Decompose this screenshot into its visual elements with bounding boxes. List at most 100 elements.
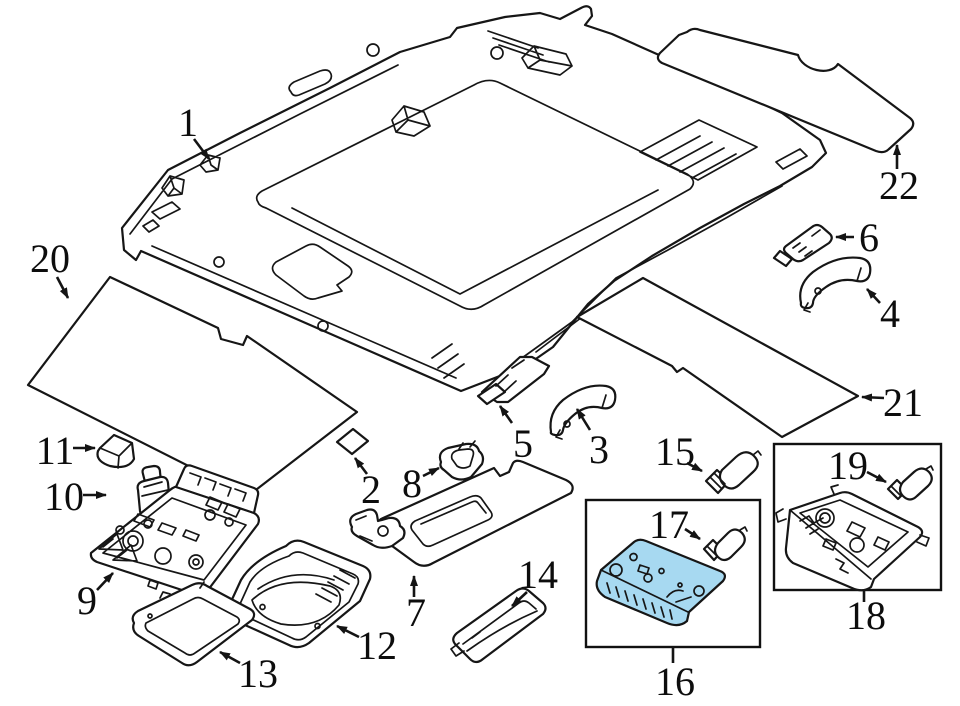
callout-11[interactable]: 11 (36, 428, 96, 473)
pad-21-outline (575, 276, 860, 439)
callout-13-arrow (219, 650, 241, 665)
callout-18-number: 18 (846, 593, 886, 638)
callout-2[interactable]: 2 (353, 457, 381, 512)
pad-2-outline (335, 427, 370, 456)
bracket-6-foot (772, 249, 794, 268)
bulb-15-glass (718, 451, 759, 490)
part-16-interior-lamp-highlighted[interactable] (595, 538, 727, 627)
callout-12[interactable]: 12 (336, 623, 397, 668)
callout-5-arrow (498, 405, 514, 424)
callout-21[interactable]: 21 (861, 380, 923, 425)
lamp-16-details (600, 552, 705, 620)
callout-19-number: 19 (828, 443, 868, 488)
callout-17[interactable]: 17 (649, 502, 701, 547)
part-8-sun-visor-clip[interactable] (438, 440, 485, 481)
callout-15[interactable]: 15 (655, 429, 703, 474)
callout-6-number: 6 (859, 215, 879, 260)
part-22-insulation-pad[interactable] (656, 27, 915, 154)
callout-17-number: 17 (649, 502, 689, 547)
console-9-connector-block (174, 464, 260, 515)
callout-17-arrow (684, 527, 701, 541)
callout-5[interactable]: 5 (498, 405, 533, 466)
part-17-bulb[interactable] (702, 526, 748, 562)
callout-12-number: 12 (357, 623, 397, 668)
bracket-6-outline (782, 223, 833, 263)
part-19-bulb[interactable] (886, 465, 934, 501)
callout-14[interactable]: 14 (511, 552, 558, 607)
callout-13-number: 13 (238, 651, 278, 696)
callout-21-arrow (861, 393, 885, 402)
callout-1[interactable]: 1 (178, 100, 211, 160)
part-20-insulation-pad[interactable] (26, 275, 359, 498)
callout-22[interactable]: 22 (879, 144, 919, 208)
callout-11-number: 11 (36, 428, 75, 473)
part-21-insulation-pad[interactable] (575, 276, 860, 439)
bulb-19-glass (898, 467, 933, 501)
callout-22-number: 22 (879, 163, 919, 208)
clip-8-details (450, 440, 476, 469)
callout-14-number: 14 (518, 552, 558, 597)
callout-7-number: 7 (406, 590, 426, 635)
lamp-16-body (595, 538, 727, 627)
callout-20-number: 20 (30, 236, 70, 281)
callout-9-arrow (96, 572, 114, 591)
part-5-handle-bracket[interactable] (476, 355, 551, 406)
callout-18[interactable]: 18 (846, 590, 886, 638)
part-1-headliner-panel[interactable] (120, 5, 828, 393)
part-9-overhead-console[interactable] (89, 464, 260, 605)
callout-4-number: 4 (880, 291, 900, 336)
part-11-cap[interactable] (96, 433, 136, 469)
part-2-mounting-pad[interactable] (335, 427, 370, 456)
console-9-details (98, 472, 247, 605)
bracket-5-details (495, 359, 525, 393)
callout-15-number: 15 (655, 429, 695, 474)
part-13-trim-frame[interactable] (131, 581, 256, 667)
callout-3[interactable]: 3 (575, 408, 609, 472)
callout-4-arrow (866, 288, 881, 304)
callout-14-arrow (511, 591, 528, 607)
frame-13-outline (131, 582, 256, 667)
part-4-grab-handle[interactable] (799, 256, 872, 313)
callout-9[interactable]: 9 (77, 572, 114, 623)
frame-13-details (144, 581, 241, 656)
callout-1-arrow (192, 138, 211, 160)
callout-3-number: 3 (589, 427, 609, 472)
callout-16[interactable]: 16 (655, 647, 695, 704)
part-14-lamp-lens[interactable] (450, 587, 547, 664)
callout-2-arrow (353, 457, 369, 475)
callout-15-arrow (686, 461, 703, 473)
callout-10-number: 10 (44, 474, 84, 519)
callout-21-number: 21 (883, 380, 923, 425)
callout-9-number: 9 (77, 578, 97, 623)
callout-8[interactable]: 8 (402, 461, 440, 506)
part-3-grab-handle[interactable] (549, 384, 617, 440)
bulb-17-details (706, 526, 748, 557)
bulb-15-details (709, 450, 762, 489)
visor-7-details (355, 494, 493, 548)
callout-13[interactable]: 13 (219, 650, 278, 696)
callout-7[interactable]: 7 (406, 575, 426, 635)
callout-5-number: 5 (513, 421, 533, 466)
part-18-reading-lamp[interactable] (775, 484, 930, 592)
socket-10-details (141, 481, 169, 497)
cap-11-details (99, 442, 133, 469)
part-7-sun-visor[interactable] (349, 459, 574, 567)
lens-14-details (450, 600, 538, 657)
callout-19-arrow (866, 470, 887, 484)
part-15-bulb[interactable] (704, 450, 762, 495)
callout-6[interactable]: 6 (835, 215, 879, 260)
bulb-19-details (890, 465, 934, 497)
callout-12-arrow (336, 624, 360, 639)
part-6-handle-bracket[interactable] (772, 223, 833, 268)
callout-20[interactable]: 20 (30, 236, 70, 299)
headliner-outline (120, 5, 828, 393)
callout-8-arrow (422, 466, 440, 478)
pad-22-outline (656, 27, 915, 154)
callout-8-number: 8 (402, 461, 422, 506)
callout-4[interactable]: 4 (866, 288, 900, 336)
callout-10[interactable]: 10 (44, 474, 107, 519)
part-12-console-housing[interactable] (227, 539, 372, 649)
callout-19[interactable]: 19 (828, 443, 887, 488)
callout-1-number: 1 (178, 100, 198, 145)
